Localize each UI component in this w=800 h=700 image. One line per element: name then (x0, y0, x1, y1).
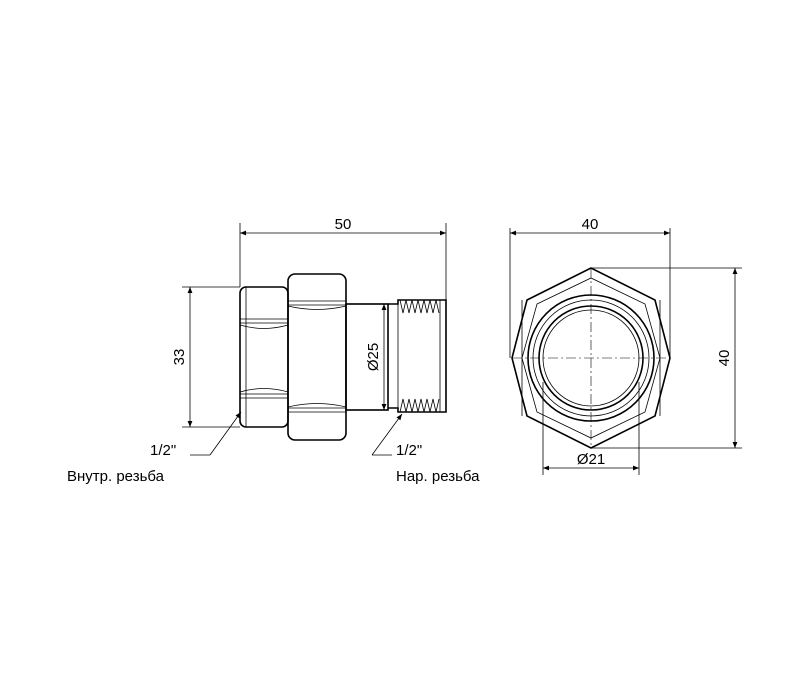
body-hex (287, 273, 347, 441)
length-dimension: 50 (239, 216, 447, 300)
height-dim-label: 33 (171, 349, 188, 366)
outer-thread-size: 1/2" (396, 442, 422, 459)
neck (345, 303, 389, 411)
diameter-dim-label: Ø25 (365, 343, 382, 371)
outer-hexagon (511, 267, 671, 449)
front-height-dimension: 40 (591, 267, 742, 449)
outer-thread-label: Нар. резьба (396, 468, 480, 485)
front-view: 40 40 Ø21 (509, 216, 742, 475)
bore-dimension: Ø21 (542, 382, 640, 475)
male-thread (388, 299, 447, 413)
inner-thread-label: Внутр. резьба (67, 468, 165, 485)
side-view: 50 33 Ø25 1/2" Внутр. резьба 1/2" Нар. р… (67, 216, 480, 485)
inner-thread-size: 1/2" (150, 442, 176, 459)
inner-thread-leader: 1/2" Внутр. резьба (67, 411, 242, 485)
outer-thread-leader: 1/2" Нар. резьба (371, 413, 480, 485)
bore-dim-label: Ø21 (577, 451, 605, 468)
length-dim-label: 50 (335, 216, 352, 233)
front-width-label: 40 (582, 216, 599, 233)
front-width-dimension: 40 (509, 216, 671, 358)
front-height-label: 40 (716, 350, 733, 367)
height-dimension: 33 (171, 286, 240, 428)
union-nut (239, 286, 289, 428)
chamfer-polygon (521, 277, 661, 439)
diameter-dimension: Ø25 (365, 304, 387, 410)
